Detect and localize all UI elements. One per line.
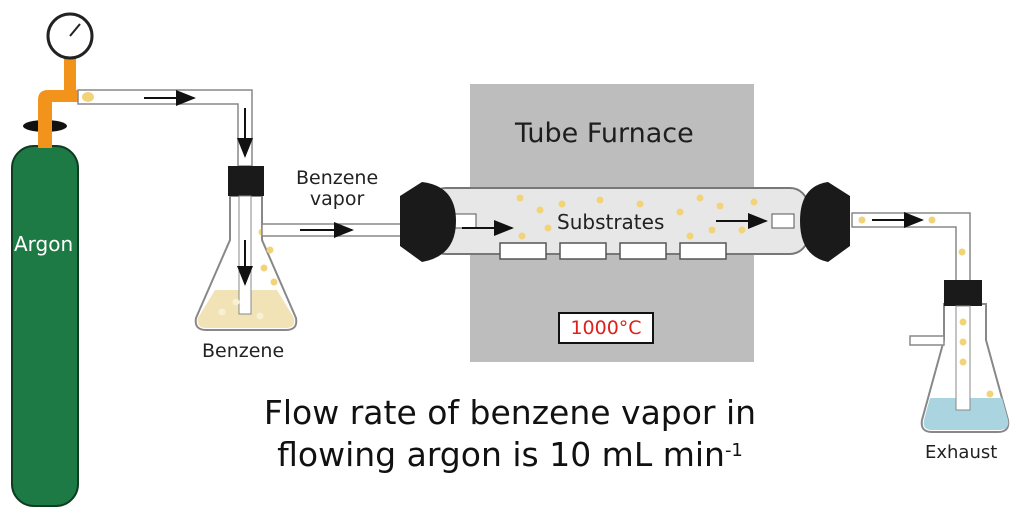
caption-line-2-text: flowing argon is 10 mL min: [277, 435, 725, 474]
caption-superscript: -1: [724, 440, 743, 461]
benzene-vapor-label: Benzene vapor: [296, 168, 378, 210]
exhaust-flask: [909, 280, 1010, 433]
benzene-flask: [194, 166, 407, 331]
benzene-vapor-label-line2: vapor: [309, 188, 365, 210]
benzene-label: Benzene: [202, 340, 285, 362]
left-end-cap: [400, 182, 456, 262]
temperature-readout: 1000°C: [558, 312, 654, 344]
inlet-tubing: [77, 89, 253, 167]
substrate-2: [559, 242, 607, 260]
caption-line-1: Flow rate of benzene vapor in: [263, 393, 757, 432]
substrate-1: [499, 242, 547, 260]
substrates-label: Substrates: [557, 210, 665, 234]
caption-line-2: flowing argon is 10 mL min-1: [190, 434, 830, 476]
exhaust-label: Exhaust: [925, 442, 998, 463]
argon-label: Argon: [14, 232, 74, 256]
substrate-3: [619, 242, 667, 260]
pressure-gauge-icon: [38, 12, 94, 118]
flow-rate-caption: Flow rate of benzene vapor in flowing ar…: [190, 392, 830, 476]
argon-cylinder: [11, 118, 79, 507]
benzene-vapor-label-line1: Benzene: [296, 167, 379, 189]
right-end-cap: [800, 182, 850, 262]
tube-furnace-label: Tube Furnace: [515, 118, 694, 149]
quartz-tube: [427, 187, 809, 260]
outlet-tubing: [851, 212, 971, 283]
substrate-4: [679, 242, 727, 260]
